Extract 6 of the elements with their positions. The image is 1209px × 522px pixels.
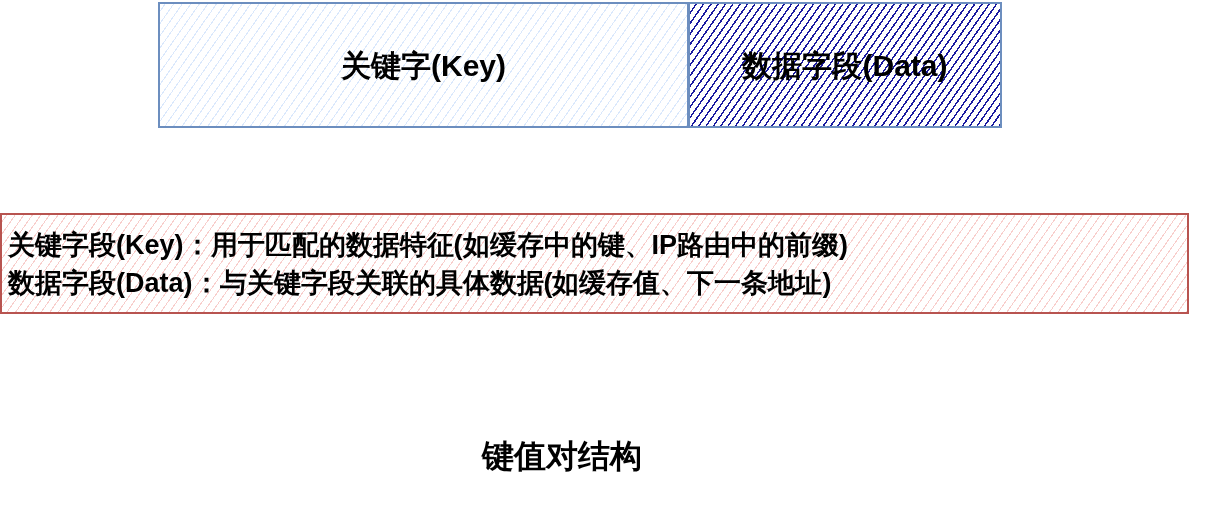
box-text: 数据字段(Data)：与关键字段关联的具体数据(如缓存值、下一条地址) <box>8 266 832 300</box>
caption: 键值对结构 <box>480 437 643 476</box>
key-field-box <box>158 2 689 128</box>
box-text: 关键字段(Key)：用于匹配的数据特征(如缓存中的键、IP路由中的前缀) <box>8 228 848 262</box>
box-text: 关键字(Key) <box>341 47 506 84</box>
description-box <box>0 213 1189 314</box>
